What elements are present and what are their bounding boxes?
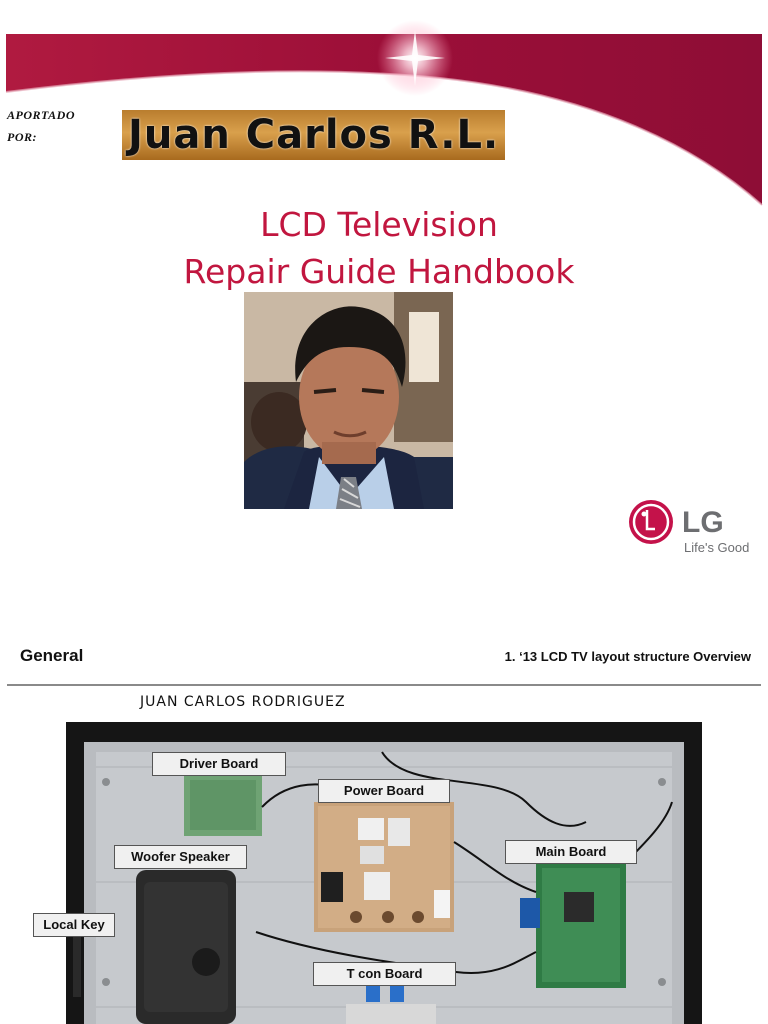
label-power-board: Power Board (318, 779, 450, 803)
label-local-key: Local Key (33, 913, 115, 937)
author-subtitle: JUAN CARLOS RODRIGUEZ (140, 694, 346, 710)
label-main-board: Main Board (505, 840, 637, 864)
author-name: Juan Carlos R.L. (128, 112, 500, 158)
section-title: General (20, 646, 84, 665)
contributor-label-line1: APORTADO (7, 108, 76, 122)
brand-slogan: Life's Good (684, 540, 749, 555)
contributor-label: APORTADO POR: (7, 104, 75, 148)
contributor-label-line2: POR: (7, 130, 37, 144)
author-name-banner: Juan Carlos R.L. (122, 110, 506, 160)
header-banner (5, 20, 763, 206)
lg-logo: LG Life's Good (629, 500, 749, 555)
title-line-1: LCD Television (260, 205, 498, 244)
slide-heading: 1. ‘13 LCD TV layout structure Overview (504, 649, 751, 664)
label-woofer-speaker: Woofer Speaker (114, 845, 247, 869)
divider (7, 684, 761, 686)
brand-name: LG (682, 506, 724, 539)
author-photo (244, 292, 453, 509)
title-line-2: Repair Guide Handbook (183, 252, 575, 291)
label-driver-board: Driver Board (152, 752, 286, 776)
label-tcon-board: T con Board (313, 962, 456, 986)
